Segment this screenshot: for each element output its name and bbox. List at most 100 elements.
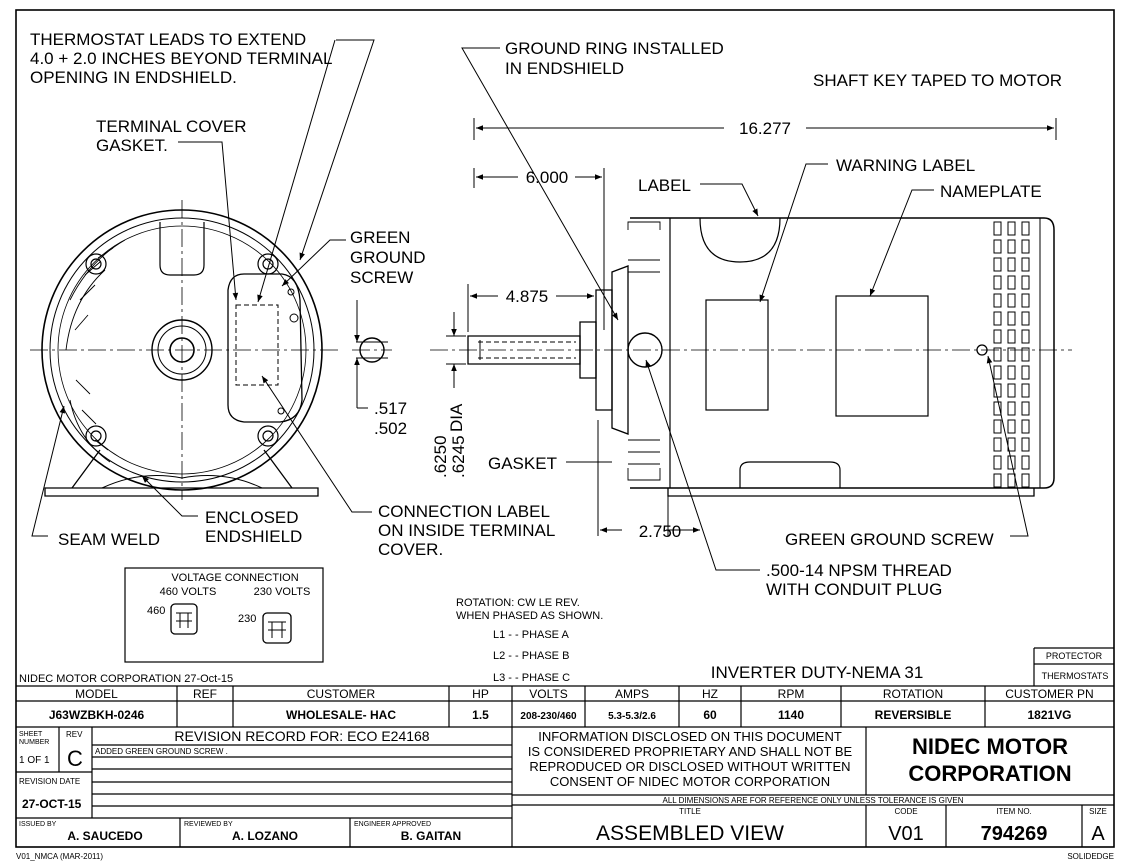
- rotation-note-2: WHEN PHASED AS SHOWN.: [456, 610, 603, 622]
- drawing-title: ASSEMBLED VIEW: [596, 822, 784, 845]
- green-ground-screw-note-2: GROUND: [350, 248, 426, 267]
- terminal-cover-note-1: TERMINAL COVER: [96, 117, 247, 136]
- issued-by: A. SAUCEDO: [67, 829, 142, 843]
- connection-label-note-3: COVER.: [378, 540, 443, 559]
- company-name-1: NIDEC MOTOR: [912, 734, 1068, 759]
- voltage-460-label: 460 VOLTS: [160, 586, 217, 598]
- issued-by-label: ISSUED BY: [19, 821, 57, 828]
- rotation-note-1: ROTATION: CW LE REV.: [456, 597, 580, 609]
- title-block-grid: [16, 647, 1114, 847]
- green-ground-screw-note-1: GREEN: [350, 228, 410, 247]
- voltage-460-tag: 460: [147, 605, 165, 617]
- company-date: NIDEC MOTOR CORPORATION 27-Oct-15: [19, 673, 233, 685]
- spec-header: AMPS: [615, 687, 649, 701]
- spec-value: 208-230/460: [520, 711, 577, 722]
- phase-l2: L2 - - PHASE B: [493, 650, 569, 662]
- terminal-cover-note-2: GASKET.: [96, 136, 168, 155]
- connection-label-note-1: CONNECTION LABEL: [378, 502, 550, 521]
- dimension-note: ALL DIMENSIONS ARE FOR REFERENCE ONLY UN…: [663, 796, 964, 805]
- spec-header: CUSTOMER: [307, 687, 376, 701]
- thermostat-note-1: THERMOSTAT LEADS TO EXTEND: [30, 30, 306, 49]
- proprietary-4: CONSENT OF NIDEC MOTOR CORPORATION: [550, 774, 830, 789]
- code-value: V01: [888, 823, 924, 845]
- spec-header: MODEL: [75, 687, 118, 701]
- item-label: ITEM NO.: [996, 807, 1032, 816]
- spec-value: 60: [703, 708, 717, 722]
- npsm-note-1: .500-14 NPSM THREAD: [766, 561, 952, 580]
- proprietary-2: IS CONSIDERED PROPRIETARY AND SHALL NOT …: [528, 744, 853, 759]
- shaft-key-detail: [352, 300, 392, 409]
- spec-value: REVERSIBLE: [875, 708, 952, 722]
- green-ground-screw-note-3: SCREW: [350, 268, 413, 287]
- ground-ring-note-2: IN ENDSHIELD: [505, 59, 624, 78]
- dim-foot-offset: 2.750: [639, 522, 682, 541]
- title-label: TITLE: [679, 807, 701, 816]
- dim-shaft-to-face: 6.000: [526, 168, 569, 187]
- voltage-230-label: 230 VOLTS: [254, 586, 311, 598]
- voltage-connection-diagram: [124, 567, 324, 663]
- dimensions: [446, 118, 1057, 536]
- sheet-label-1: SHEET: [19, 731, 43, 738]
- spec-header: REF: [193, 687, 217, 701]
- spec-value: 1140: [778, 708, 804, 722]
- engineer-label: ENGINEER APPROVED: [354, 821, 431, 828]
- code-label: CODE: [894, 807, 917, 816]
- dim-key-width-2: .502: [374, 419, 407, 438]
- side-view: [430, 217, 1072, 497]
- inverter-duty: INVERTER DUTY-NEMA 31: [711, 663, 924, 682]
- engineer: B. GAITAN: [401, 829, 461, 843]
- spec-value: J63WZBKH-0246: [49, 708, 145, 722]
- proprietary-3: REPRODUCED OR DISCLOSED WITHOUT WRITTEN: [529, 759, 850, 774]
- connection-label-note-2: ON INSIDE TERMINAL: [378, 521, 555, 540]
- gasket-note: GASKET: [488, 454, 557, 473]
- voltage-connection-title: VOLTAGE CONNECTION: [171, 572, 298, 584]
- nameplate-note: NAMEPLATE: [940, 182, 1042, 201]
- seam-weld-note: SEAM WELD: [58, 530, 160, 549]
- phase-l3: L3 - - PHASE C: [493, 672, 570, 684]
- spec-header: ROTATION: [883, 687, 943, 701]
- item-number: 794269: [981, 823, 1048, 845]
- footer-right: SOLIDEDGE: [1067, 852, 1114, 861]
- reviewed-by-label: REVIEWED BY: [184, 821, 233, 828]
- revision-date: 27-OCT-15: [22, 797, 82, 811]
- dim-shaft-dia-1: .6250: [431, 435, 450, 478]
- label-note: LABEL: [638, 176, 691, 195]
- dim-shaft-dia-2: .6245: [449, 435, 468, 478]
- revision-entry: ADDED GREEN GROUND SCREW .: [95, 747, 228, 756]
- protector-value: THERMOSTATS: [1042, 671, 1109, 681]
- rev-label: REV: [66, 730, 83, 739]
- sheet-label-2: NUMBER: [19, 739, 49, 746]
- size-value: A: [1091, 823, 1105, 845]
- front-view: [30, 200, 338, 500]
- thermostat-note-3: OPENING IN ENDSHIELD.: [30, 68, 237, 87]
- shaft-key-note: SHAFT KEY TAPED TO MOTOR: [813, 71, 1062, 90]
- sheet-value: 1 OF 1: [19, 755, 50, 766]
- green-ground-screw-side-note: GREEN GROUND SCREW: [785, 530, 994, 549]
- size-label: SIZE: [1089, 807, 1107, 816]
- revision-record: REVISION RECORD FOR: ECO E24168: [174, 728, 429, 744]
- voltage-230-tag: 230: [238, 613, 256, 625]
- enclosed-endshield-note-1: ENCLOSED: [205, 508, 299, 527]
- npsm-note-2: WITH CONDUIT PLUG: [766, 580, 942, 599]
- spec-value: WHOLESALE- HAC: [286, 708, 396, 722]
- dim-key-width-1: .517: [374, 399, 407, 418]
- phase-l1: L1 - - PHASE A: [493, 629, 569, 641]
- dim-overall-length: 16.277: [739, 119, 791, 138]
- spec-value: 5.3-5.3/2.6: [608, 711, 656, 722]
- leader-lines: [31, 39, 1029, 571]
- drawing-border: [15, 9, 1115, 848]
- spec-header: RPM: [778, 687, 805, 701]
- thermostat-note-2: 4.0 + 2.0 INCHES BEYOND TERMINAL: [30, 49, 332, 68]
- dim-dia-label: DIA: [447, 403, 466, 432]
- spec-value: 1821VG: [1027, 708, 1071, 722]
- ground-ring-note-1: GROUND RING INSTALLED: [505, 39, 724, 58]
- spec-header: HP: [472, 687, 489, 701]
- revision-date-label: REVISION DATE: [19, 777, 80, 786]
- rev-value: C: [67, 746, 83, 771]
- proprietary-1: INFORMATION DISCLOSED ON THIS DOCUMENT: [538, 729, 842, 744]
- enclosed-endshield-note-2: ENDSHIELD: [205, 527, 302, 546]
- spec-header: HZ: [702, 687, 718, 701]
- spec-header: CUSTOMER PN: [1005, 687, 1093, 701]
- protector-label: PROTECTOR: [1046, 651, 1103, 661]
